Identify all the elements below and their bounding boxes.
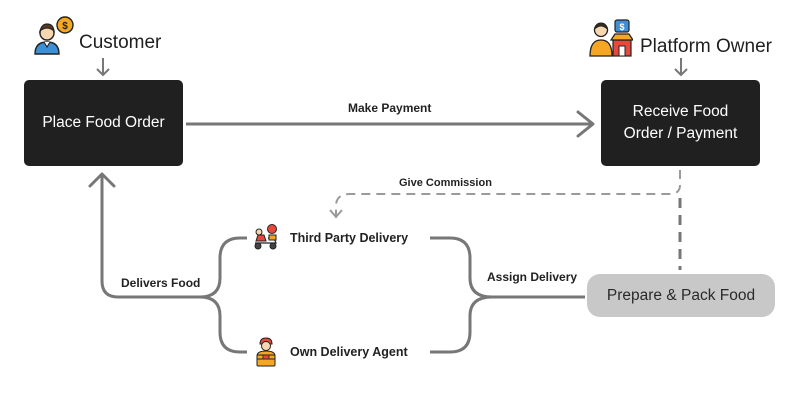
make-payment-arrow bbox=[186, 110, 595, 138]
customer-with-money-icon: $ bbox=[32, 16, 74, 58]
place-food-order-node: Place Food Order bbox=[24, 80, 183, 166]
platform-owner-down-arrow bbox=[674, 58, 688, 77]
receive-order-node: Receive Food Order / Payment bbox=[601, 80, 760, 166]
svg-text:$: $ bbox=[62, 21, 68, 32]
prepare-pack-food-node: Prepare & Pack Food bbox=[587, 274, 775, 317]
delivery-scooter-icon bbox=[252, 223, 280, 251]
svg-text:$: $ bbox=[619, 22, 624, 32]
third-party-delivery-label: Third Party Delivery bbox=[290, 231, 409, 245]
customer-label: Customer bbox=[79, 32, 162, 53]
own-delivery-agent-label: Own Delivery Agent bbox=[290, 345, 408, 359]
shop-owner-icon: $ bbox=[589, 18, 635, 58]
delivery-agent-icon bbox=[252, 337, 280, 367]
make-payment-label: Make Payment bbox=[348, 101, 432, 115]
delivers-food-label: Delivers Food bbox=[121, 276, 201, 290]
prepare-pack-food-label: Prepare & Pack Food bbox=[606, 286, 756, 304]
receive-order-label-line2: Order / Payment bbox=[623, 125, 738, 142]
place-food-order-label: Place Food Order bbox=[42, 114, 165, 132]
give-commission-label: Give Commission bbox=[399, 177, 492, 189]
delivers-food-bracket bbox=[88, 172, 247, 354]
customer-down-arrow bbox=[96, 58, 110, 77]
receive-order-label-line1: Receive Food bbox=[632, 103, 729, 121]
assign-delivery-label: Assign Delivery bbox=[487, 270, 578, 284]
give-commission-arrow bbox=[329, 170, 681, 219]
platform-owner-label: Platform Owner bbox=[640, 36, 772, 57]
assign-delivery-bracket bbox=[430, 236, 585, 354]
